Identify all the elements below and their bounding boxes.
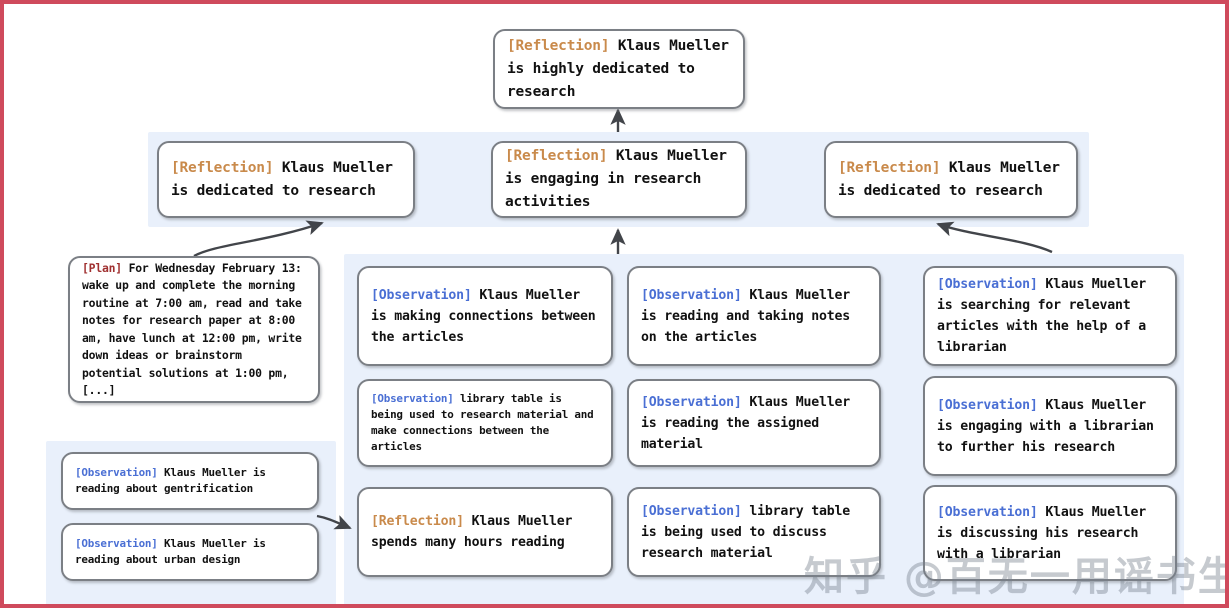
node-top-reflection[interactable]: [Reflection] Klaus Mueller is highly ded… bbox=[493, 29, 745, 109]
node-body: Klaus Mueller is reading the assigned ma… bbox=[641, 394, 850, 452]
tag-reflection: [Reflection] bbox=[171, 159, 274, 176]
node-col1-observation-connections[interactable]: [Observation] Klaus Mueller is making co… bbox=[357, 266, 613, 366]
node-text: [Observation] Klaus Mueller is discussin… bbox=[925, 502, 1175, 565]
node-body: library table is being used to research … bbox=[371, 391, 594, 454]
tag-observation: [Observation] bbox=[641, 394, 742, 410]
tag-reflection: [Reflection] bbox=[371, 514, 464, 529]
node-text: [Reflection] Klaus Mueller spends many h… bbox=[359, 511, 611, 553]
node-body: Klaus Mueller spends many hours reading bbox=[371, 514, 573, 550]
tag-observation: [Observation] bbox=[937, 397, 1038, 413]
node-body: Klaus Mueller is engaging with a librari… bbox=[937, 397, 1154, 455]
node-col2-observation-assigned-material[interactable]: [Observation] Klaus Mueller is reading t… bbox=[627, 379, 881, 467]
tag-reflection: [Reflection] bbox=[505, 148, 608, 164]
tag-reflection: [Reflection] bbox=[838, 159, 941, 176]
node-text: [Reflection] Klaus Mueller is highly ded… bbox=[495, 35, 743, 104]
tag-observation: [Observation] bbox=[937, 504, 1038, 520]
node-body: Klaus Mueller is reading and taking note… bbox=[641, 287, 850, 345]
node-observation-urban-design[interactable]: [Observation] Klaus Mueller is reading a… bbox=[61, 523, 319, 581]
tag-observation: [Observation] bbox=[371, 391, 454, 405]
node-body: Klaus Mueller is dedicated to research bbox=[171, 159, 393, 199]
tag-observation: [Observation] bbox=[641, 503, 742, 519]
node-body: Klaus Mueller is searching for relevant … bbox=[937, 277, 1146, 355]
node-text: [Observation] library table is being use… bbox=[629, 501, 879, 564]
node-col3-observation-discussing-research[interactable]: [Observation] Klaus Mueller is discussin… bbox=[923, 485, 1177, 581]
node-col2-observation-taking-notes[interactable]: [Observation] Klaus Mueller is reading a… bbox=[627, 266, 881, 366]
node-text: [Observation] Klaus Mueller is engaging … bbox=[925, 395, 1175, 458]
node-observation-gentrification[interactable]: [Observation] Klaus Mueller is reading a… bbox=[61, 452, 319, 510]
tag-observation: [Observation] bbox=[641, 287, 742, 303]
node-text: [Observation] Klaus Mueller is reading a… bbox=[63, 536, 317, 568]
node-text: [Observation] Klaus Mueller is searching… bbox=[925, 274, 1175, 358]
node-body: For Wednesday February 13: wake up and c… bbox=[82, 260, 302, 398]
tag-plan: [Plan] bbox=[82, 260, 122, 275]
node-body: Klaus Mueller is reading about gentrific… bbox=[75, 465, 266, 495]
node-body: Klaus Mueller is highly dedicated to res… bbox=[507, 37, 729, 100]
node-body: Klaus Mueller is reading about urban des… bbox=[75, 536, 266, 566]
node-col1-observation-library-table[interactable]: [Observation] library table is being use… bbox=[357, 379, 613, 467]
node-body: Klaus Mueller is dedicated to research bbox=[838, 159, 1060, 199]
tag-observation: [Observation] bbox=[937, 277, 1038, 292]
node-text: [Reflection] Klaus Mueller is dedicated … bbox=[826, 157, 1076, 203]
node-text: [Observation] Klaus Mueller is reading t… bbox=[629, 392, 879, 455]
node-col3-observation-engaging-librarian[interactable]: [Observation] Klaus Mueller is engaging … bbox=[923, 376, 1177, 476]
node-col1-reflection-hours-reading[interactable]: [Reflection] Klaus Mueller spends many h… bbox=[357, 487, 613, 577]
node-text: [Observation] Klaus Mueller is reading a… bbox=[629, 285, 879, 348]
node-text: [Plan] For Wednesday February 13: wake u… bbox=[70, 260, 318, 400]
node-col2-observation-discuss-material[interactable]: [Observation] library table is being use… bbox=[627, 487, 881, 577]
node-mid-reflection-left[interactable]: [Reflection] Klaus Mueller is dedicated … bbox=[157, 141, 415, 218]
tag-observation: [Observation] bbox=[75, 465, 158, 479]
node-mid-reflection-center[interactable]: [Reflection] Klaus Mueller is engaging i… bbox=[491, 141, 747, 218]
node-text: [Reflection] Klaus Mueller is dedicated … bbox=[159, 157, 413, 203]
tag-reflection: [Reflection] bbox=[507, 37, 610, 54]
node-col3-observation-searching-articles[interactable]: [Observation] Klaus Mueller is searching… bbox=[923, 266, 1177, 366]
node-body: Klaus Mueller is engaging in research ac… bbox=[505, 148, 727, 210]
node-plan[interactable]: [Plan] For Wednesday February 13: wake u… bbox=[68, 256, 320, 403]
node-text: [Observation] Klaus Mueller is reading a… bbox=[63, 465, 317, 497]
node-text: [Reflection] Klaus Mueller is engaging i… bbox=[493, 145, 745, 214]
tag-observation: [Observation] bbox=[75, 536, 158, 550]
node-body: Klaus Mueller is making connections betw… bbox=[371, 287, 596, 345]
node-mid-reflection-right[interactable]: [Reflection] Klaus Mueller is dedicated … bbox=[824, 141, 1078, 218]
tag-observation: [Observation] bbox=[371, 287, 472, 303]
node-text: [Observation] Klaus Mueller is making co… bbox=[359, 285, 611, 348]
node-body: Klaus Mueller is discussing his research… bbox=[937, 504, 1146, 562]
node-text: [Observation] library table is being use… bbox=[359, 391, 611, 456]
node-body: library table is being used to discuss r… bbox=[641, 503, 850, 561]
